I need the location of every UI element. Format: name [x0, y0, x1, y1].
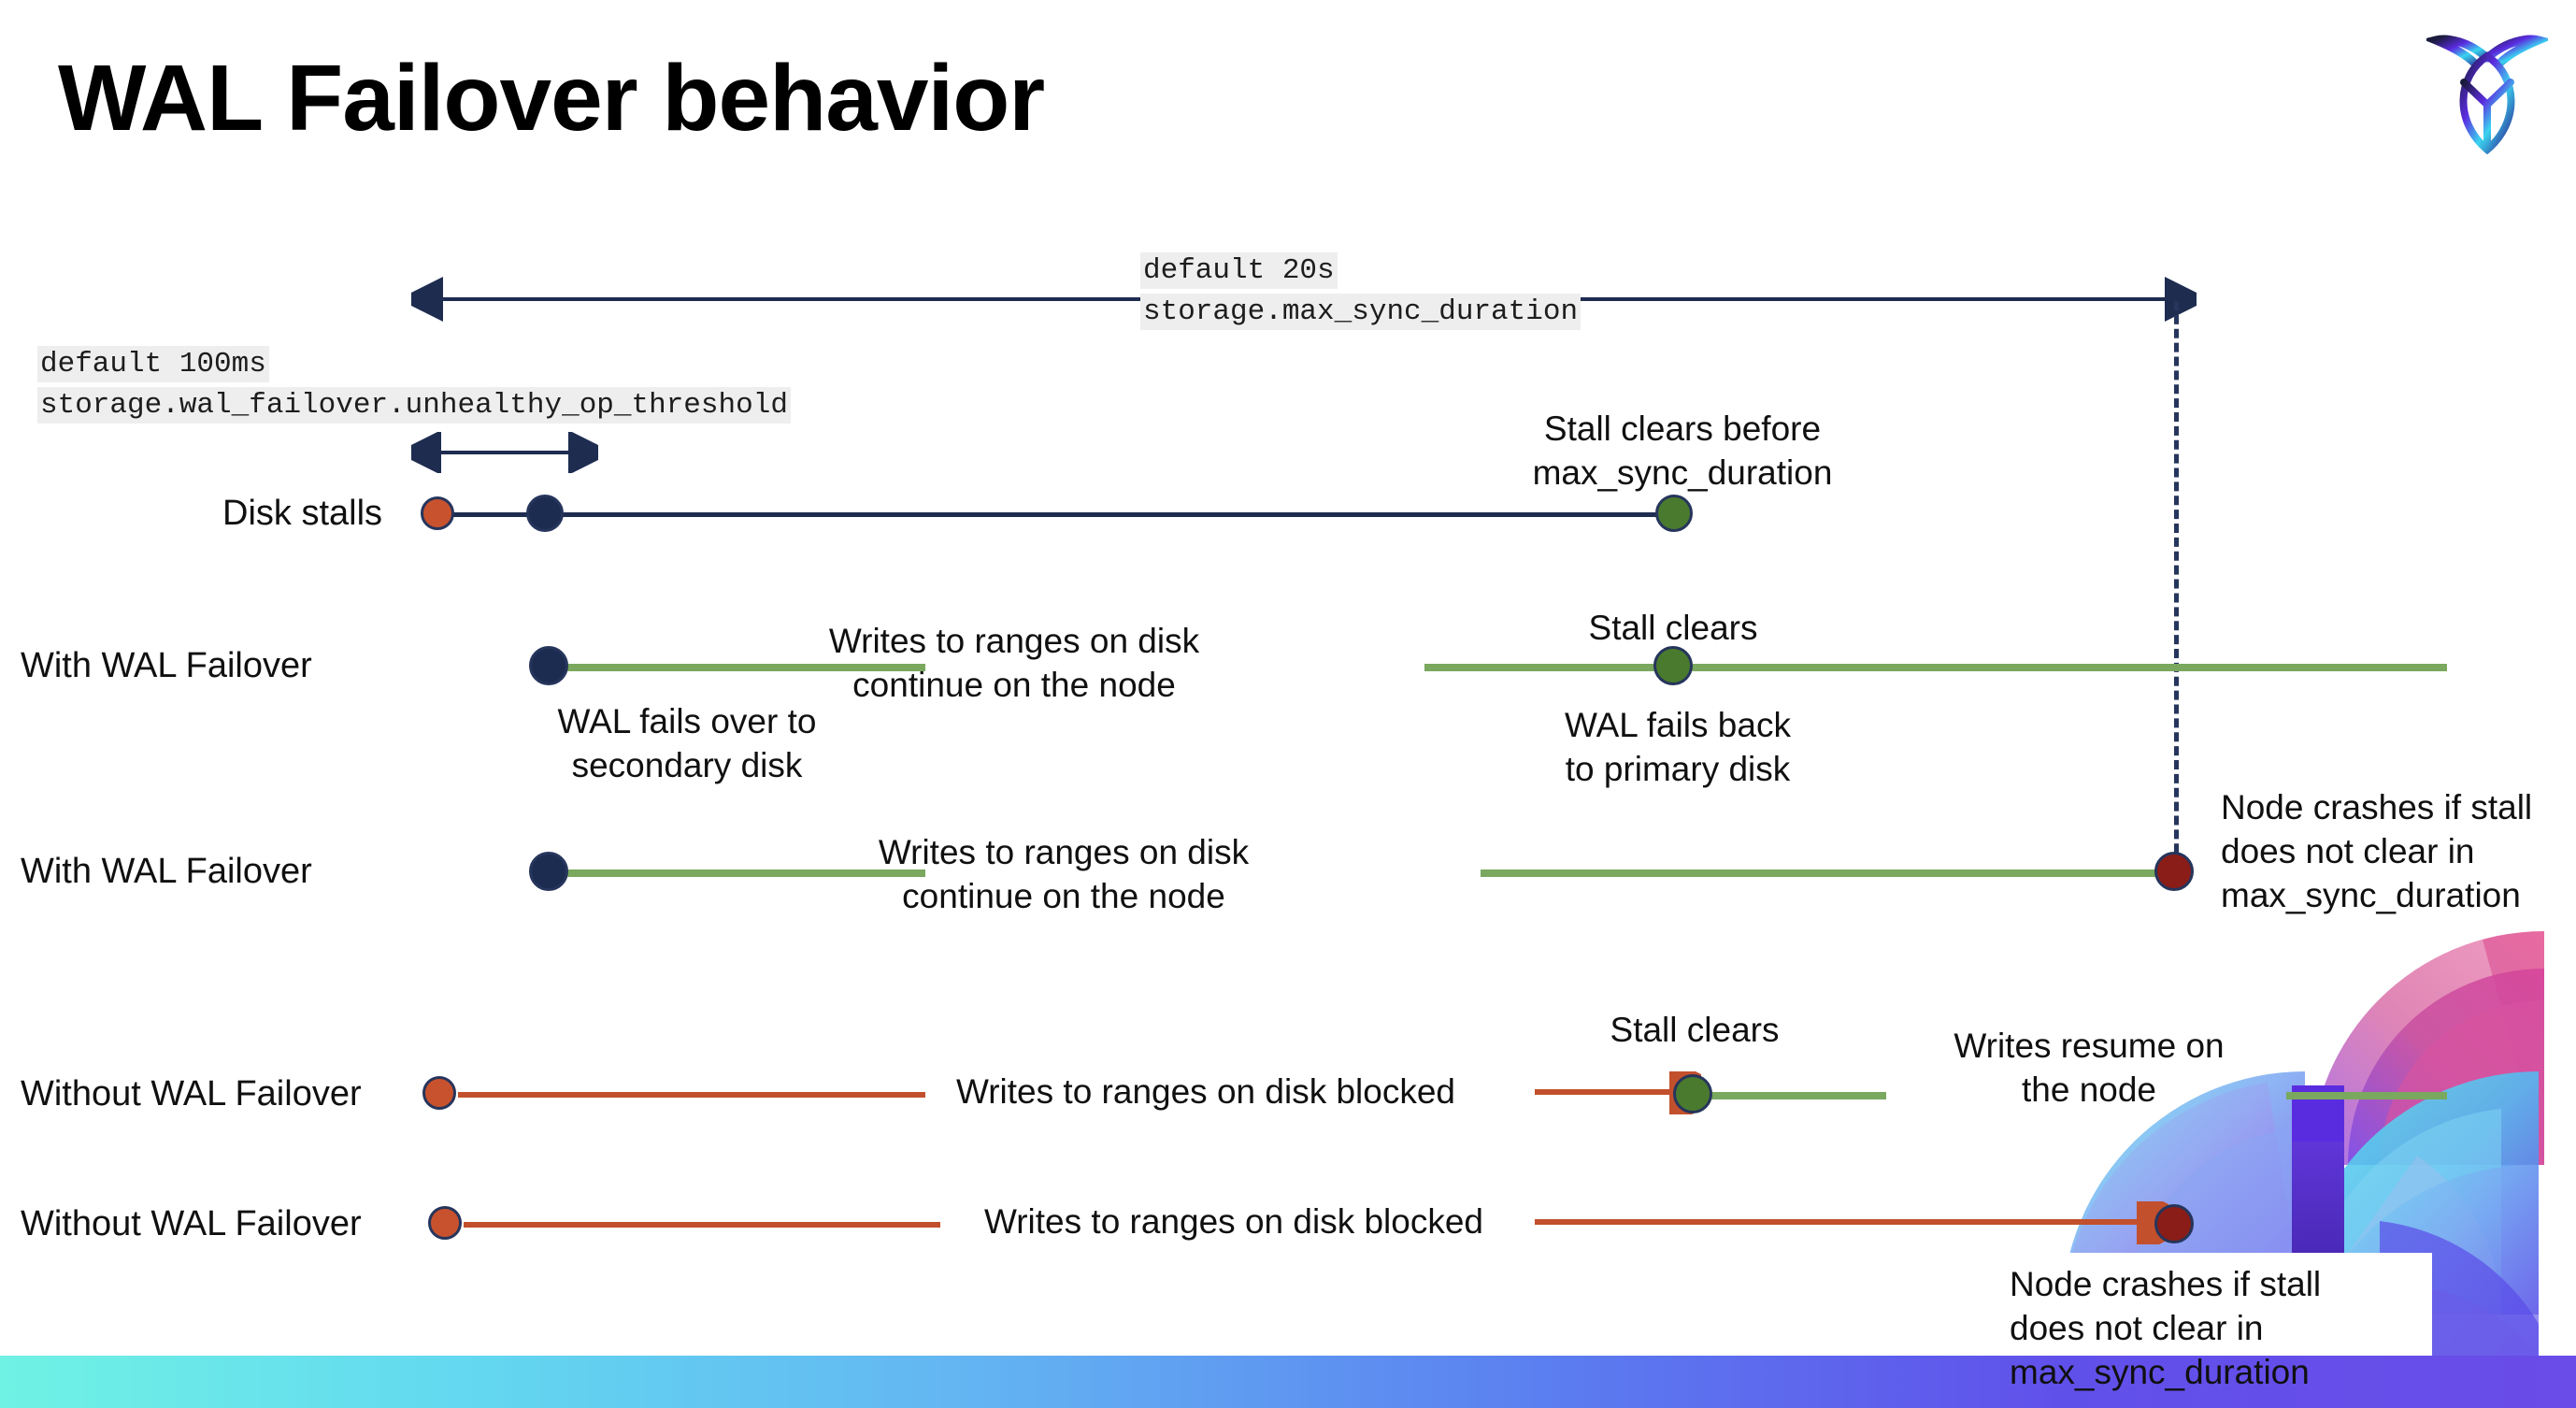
page-title: WAL Failover behavior	[58, 46, 1045, 151]
without-wal-failover-1-stall-arrow	[1535, 1071, 1701, 1114]
writes-continue-2-line2: continue on the node	[902, 877, 1225, 915]
without-wal-failover-1-blocked-segment	[458, 1092, 925, 1098]
writes-blocked-note-row5: Writes to ranges on disk blocked	[916, 1200, 1552, 1243]
writes-blocked-row4-text: Writes to ranges on disk blocked	[955, 1072, 1456, 1111]
cockroachdb-logo-icon	[2422, 24, 2553, 165]
row-label-with-wal-failover-2: With WAL Failover	[21, 852, 312, 891]
stall-clears-note-row2: Stall clears	[1514, 606, 1832, 650]
wal-failback-dot-1	[1653, 646, 1693, 685]
without-wal-failover-1-start-dot	[422, 1076, 456, 1110]
with-wal-failover-1-segment-left	[548, 664, 925, 671]
node-crashes-row5-line2: does not clear in	[2010, 1309, 2264, 1347]
wal-fails-back-line2: to primary disk	[1565, 750, 1791, 788]
wal-fails-over-line1: WAL fails over to	[557, 702, 817, 740]
node-crashes-row5-line3: max_sync_duration	[2010, 1353, 2310, 1391]
without-wal-failover-2-blocked-segment	[464, 1222, 940, 1228]
with-wal-failover-2-segment-right	[1481, 869, 2174, 877]
disk-stall-start-dot	[421, 496, 454, 530]
node-crashes-row3-line2: does not clear in	[2221, 832, 2475, 870]
bottom-gradient-bar	[0, 1356, 2576, 1408]
stall-clears-before-line2: max_sync_duration	[1532, 453, 1833, 492]
stall-clears-before-line1: Stall clears before	[1543, 409, 1822, 448]
max-sync-duration-dashed-guide	[2174, 301, 2179, 881]
without-wal-failover-2-crash-arrow	[1535, 1201, 2168, 1244]
max-sync-duration-setting-label: default 20s storage.max_sync_duration	[1140, 251, 1581, 333]
wal-failover-start-dot-1	[529, 646, 568, 685]
writes-continue-note-1: Writes to ranges on disk continue on the…	[780, 619, 1248, 707]
writes-continue-1-line1: Writes to ranges on disk	[828, 622, 1200, 660]
with-wal-failover-1-segment-right	[1424, 664, 2447, 671]
node-crashes-row3-line1: Node crashes if stall	[2221, 788, 2533, 826]
without-wal-failover-1-resume-segment-far	[2286, 1092, 2447, 1099]
node-crashes-row5-line1: Node crashes if stall	[2010, 1265, 2322, 1303]
unhealthy-op-threshold-default: default 100ms	[37, 346, 269, 382]
wal-fails-back-note: WAL fails back to primary disk	[1467, 703, 1888, 791]
disk-stall-clear-dot	[1655, 495, 1693, 532]
row-label-without-wal-failover-2: Without WAL Failover	[21, 1204, 362, 1243]
wal-failover-start-dot-2	[529, 852, 568, 891]
wal-fails-over-note: WAL fails over to secondary disk	[402, 699, 972, 787]
writes-continue-note-2: Writes to ranges on disk continue on the…	[830, 830, 1297, 918]
node-crash-dot-row3	[2154, 852, 2194, 891]
writes-resume-line1: Writes resume on	[1953, 1027, 2225, 1065]
disk-stall-failover-dot	[526, 495, 564, 532]
row-label-with-wal-failover-1: With WAL Failover	[21, 646, 312, 685]
unhealthy-op-threshold-setting-label: default 100ms storage.wal_failover.unhea…	[37, 344, 791, 426]
row-label-without-wal-failover-1: Without WAL Failover	[21, 1074, 362, 1113]
max-sync-duration-name: storage.max_sync_duration	[1140, 294, 1581, 330]
writes-continue-1-line2: continue on the node	[852, 666, 1176, 704]
wal-fails-over-line2: secondary disk	[571, 746, 803, 784]
writes-resume-line2: the node	[2021, 1070, 2157, 1109]
stall-clears-row4-text: Stall clears	[1610, 1011, 1780, 1049]
writes-continue-2-line1: Writes to ranges on disk	[878, 833, 1250, 871]
node-crash-dot-row5	[2154, 1204, 2194, 1243]
writes-blocked-row5-text: Writes to ranges on disk blocked	[983, 1202, 1484, 1241]
node-crashes-row3-line3: max_sync_duration	[2221, 876, 2521, 914]
row-label-disk-stalls: Disk stalls	[222, 494, 383, 533]
stall-clears-row2-text: Stall clears	[1588, 609, 1758, 647]
writes-blocked-note-row4: Writes to ranges on disk blocked	[888, 1070, 1524, 1113]
without-wal-failover-2-start-dot	[428, 1206, 462, 1240]
with-wal-failover-2-segment-left	[548, 869, 925, 877]
stall-clears-note-row4: Stall clears	[1540, 1008, 1849, 1052]
wal-fails-back-line1: WAL fails back	[1565, 706, 1791, 744]
without-wal-failover-1-clear-dot	[1673, 1074, 1712, 1113]
stall-clears-before-note: Stall clears before max_sync_duration	[1514, 407, 1851, 495]
unhealthy-op-threshold-arrow	[411, 432, 598, 473]
node-crashes-note-row5: Node crashes if stall does not clear in …	[2010, 1262, 2411, 1394]
node-crashes-note-row3: Node crashes if stall does not clear in …	[2221, 785, 2576, 917]
disk-stalls-timeline	[436, 512, 1675, 517]
unhealthy-op-threshold-name: storage.wal_failover.unhealthy_op_thresh…	[37, 387, 791, 424]
writes-resume-note: Writes resume on the node	[1907, 1024, 2271, 1112]
callout-white-backdrop-2	[2215, 767, 2576, 926]
max-sync-duration-default: default 20s	[1140, 252, 1338, 289]
without-wal-failover-1-resume-segment	[1709, 1092, 1886, 1099]
